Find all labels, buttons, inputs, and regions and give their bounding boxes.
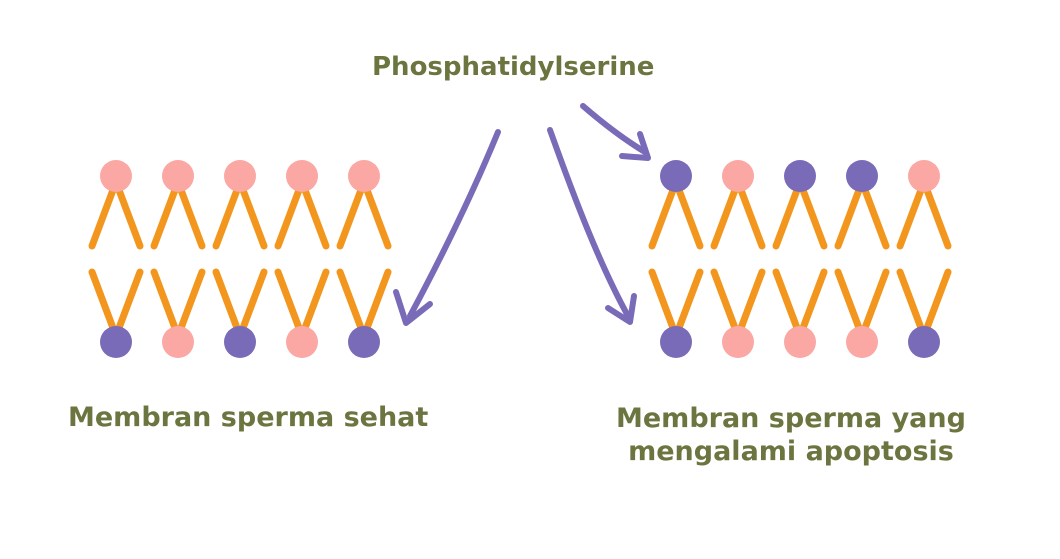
- lipid-tail: [88, 186, 117, 250]
- lipid-tail: [648, 268, 677, 332]
- lipid-tail: [274, 186, 303, 250]
- lipid-head-top-pink: [286, 160, 318, 192]
- lipid-tail: [336, 186, 365, 250]
- lipid-head-top-pink: [224, 160, 256, 192]
- lipid-tail: [710, 186, 739, 250]
- lipid-tail: [239, 186, 268, 250]
- lipid-tail: [301, 268, 330, 332]
- lipid-tail: [150, 186, 179, 250]
- caption-healthy-membrane: Membran sperma sehat: [68, 402, 429, 433]
- lipid-tail: [799, 186, 828, 250]
- membrane-healthy: [88, 160, 392, 358]
- lipid-head-bottom-pink: [722, 326, 754, 358]
- title-phosphatidylserine: Phosphatidylserine: [372, 52, 655, 82]
- lipid-tail: [177, 186, 206, 250]
- lipid-tail: [772, 186, 801, 250]
- lipid-tail: [896, 268, 925, 332]
- lipid-tail: [115, 268, 144, 332]
- lipid-tail: [212, 186, 241, 250]
- lipid-tail: [301, 186, 330, 250]
- arrow-to-apoptosis-bottom: [547, 127, 631, 319]
- arrow-to-apoptosis-top: [580, 103, 648, 155]
- lipid-head-bottom-purple: [660, 326, 692, 358]
- lipid-tail: [710, 268, 739, 332]
- lipid-tail: [896, 186, 925, 250]
- lipid-tail: [88, 268, 117, 332]
- lipid-tail: [799, 268, 828, 332]
- lipid-tail: [834, 268, 863, 332]
- lipid-tail: [212, 268, 241, 332]
- lipid-tail: [336, 268, 365, 332]
- lipid-head-bottom-purple: [100, 326, 132, 358]
- lipid-head-top-purple: [784, 160, 816, 192]
- lipid-tail: [772, 268, 801, 332]
- lipid-head-top-pink: [348, 160, 380, 192]
- lipid-tail: [737, 268, 766, 332]
- lipid-head-top-pink: [162, 160, 194, 192]
- arrow-to-healthy-membrane: [407, 129, 501, 319]
- lipid-tail: [239, 268, 268, 332]
- arrow-to-apoptosis-bottom-head: [605, 293, 637, 325]
- lipid-head-top-pink: [722, 160, 754, 192]
- caption-apoptosis-line1: Membran sperma yang: [616, 403, 966, 434]
- lipid-tail: [834, 186, 863, 250]
- lipid-head-bottom-pink: [846, 326, 878, 358]
- membrane-apoptosis: [648, 160, 952, 358]
- lipid-tail: [675, 186, 704, 250]
- lipid-tail: [923, 186, 952, 250]
- lipid-head-top-pink: [908, 160, 940, 192]
- lipid-head-bottom-pink: [162, 326, 194, 358]
- lipid-head-bottom-purple: [348, 326, 380, 358]
- lipid-head-bottom-pink: [286, 326, 318, 358]
- lipid-head-bottom-pink: [784, 326, 816, 358]
- arrow-to-apoptosis-top-head: [619, 131, 651, 161]
- lipid-head-top-purple: [846, 160, 878, 192]
- lipid-tail: [150, 268, 179, 332]
- lipid-tail: [675, 268, 704, 332]
- lipid-head-top-pink: [100, 160, 132, 192]
- lipid-tail: [363, 268, 392, 332]
- lipid-head-top-purple: [660, 160, 692, 192]
- lipid-tail: [923, 268, 952, 332]
- lipid-tail: [737, 186, 766, 250]
- lipid-tail: [648, 186, 677, 250]
- lipid-tail: [177, 268, 206, 332]
- caption-apoptosis-line2: mengalami apoptosis: [628, 436, 954, 467]
- lipid-tail: [363, 186, 392, 250]
- lipid-tail: [861, 186, 890, 250]
- lipid-tail: [274, 268, 303, 332]
- arrows-group: [393, 103, 651, 326]
- lipid-head-bottom-purple: [908, 326, 940, 358]
- lipid-head-bottom-purple: [224, 326, 256, 358]
- lipid-tail: [861, 268, 890, 332]
- arrow-to-healthy-membrane-head: [393, 289, 433, 326]
- caption-apoptosis-membrane: Membran sperma yang mengalami apoptosis: [616, 402, 966, 468]
- lipid-tail: [115, 186, 144, 250]
